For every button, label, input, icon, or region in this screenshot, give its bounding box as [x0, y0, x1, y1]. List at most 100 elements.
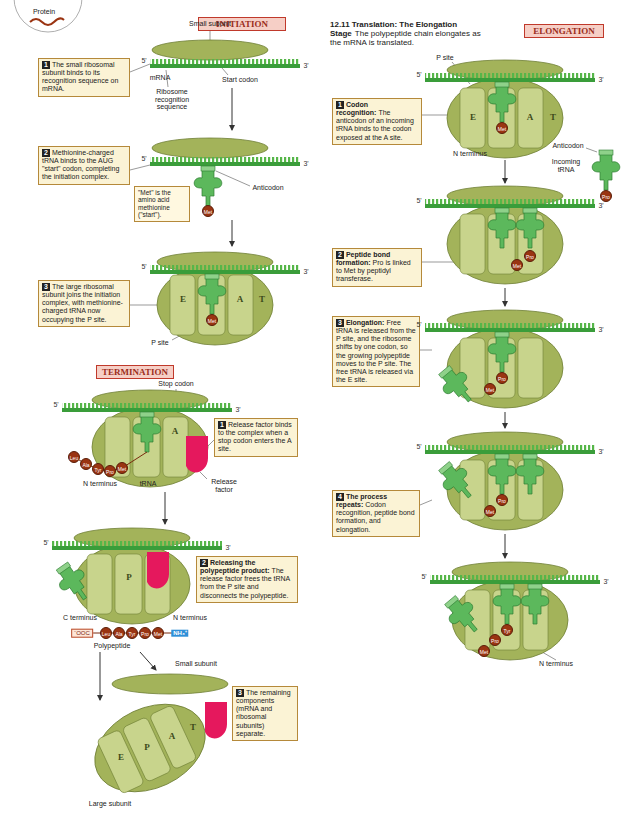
amino-acid: Tyr — [92, 463, 104, 475]
elongation-figure — [488, 82, 516, 122]
elongation-figure — [425, 199, 595, 204]
part-label: Incoming tRNA — [549, 158, 583, 173]
initiation-figure — [152, 40, 268, 60]
amino-acid: Leu — [68, 451, 80, 463]
callout-number: 2 — [42, 149, 50, 157]
site-letter: T — [190, 723, 196, 733]
termination-figure — [133, 412, 161, 452]
termination-figure — [205, 702, 227, 738]
amino-acid: Met — [152, 627, 164, 639]
elongation-figure — [521, 584, 549, 624]
part-label: Large subunit — [89, 800, 131, 808]
amino-acid: Tyr — [501, 624, 513, 636]
amino-acid: Pro — [600, 190, 612, 202]
part-label: Anticodon — [252, 184, 283, 192]
callout-number: 1 — [218, 421, 226, 429]
stage-header: TERMINATION — [96, 365, 174, 379]
elongation-figure — [433, 457, 480, 505]
amino-acid: Met — [206, 314, 218, 326]
stage-arrow — [505, 534, 506, 558]
amino-acid: Pro — [104, 465, 116, 477]
termination-figure — [92, 407, 208, 487]
strand-end-label: 3' — [303, 160, 308, 168]
strand-end-label: 5' — [416, 443, 421, 451]
callout-box: 1The small ribosomal subunit binds to it… — [38, 58, 130, 97]
initiation-figure — [150, 157, 300, 162]
amino-acid: Pro — [496, 372, 508, 384]
amino-acid: Met — [511, 259, 523, 271]
strand-end-label: 3' — [598, 202, 603, 210]
strand-end-label: 5' — [416, 321, 421, 329]
stage-arrow — [232, 88, 233, 130]
part-label: Ribosome recognition sequence — [146, 88, 198, 111]
part-label: Start codon — [222, 76, 258, 84]
site-letter: E — [470, 113, 476, 123]
callout-box: 2Methionine-charged tRNA binds to the AU… — [38, 146, 130, 185]
leader-line — [130, 29, 597, 660]
callout-box: 1Codon recognition:The anticodon of an i… — [332, 98, 422, 145]
elongation-figure — [592, 150, 620, 190]
leader-line — [420, 500, 432, 505]
part-label: N terminus — [539, 660, 573, 668]
elongation-figure — [430, 580, 600, 584]
site-letter: P — [126, 573, 132, 583]
box-text: The large ribosomal subunit joins the in… — [42, 283, 123, 323]
box-text: Free tRNA is released from the P site, a… — [336, 319, 416, 383]
strand-end-label: 5' — [53, 401, 58, 409]
leader-line — [130, 305, 160, 306]
initiation-figure — [152, 138, 268, 158]
part-label: N terminus — [83, 480, 117, 488]
termination-figure — [81, 687, 220, 809]
part-label: C terminus — [63, 614, 97, 622]
termination-figure — [186, 436, 208, 472]
callout-box: 2Releasing the polypeptide product:The r… — [196, 556, 298, 603]
elongation-figure — [447, 78, 563, 158]
elongation-figure — [425, 445, 595, 450]
callout-number: 3 — [236, 689, 244, 697]
part-label: Protein — [33, 8, 55, 16]
termination-figure — [52, 541, 222, 546]
part-label: Stop codon — [158, 380, 193, 388]
leader-line — [130, 64, 150, 72]
callout-heading: Elongation: — [346, 319, 385, 326]
elongation-figure — [425, 60, 620, 660]
protein-inset — [14, 0, 82, 32]
elongation-figure — [439, 591, 486, 639]
initiation-figure — [198, 274, 226, 314]
figure-caption: 12.11 Translation: The Elongation StageT… — [330, 20, 482, 48]
box-text: "Met" is the amino acid methionine ("sta… — [138, 189, 171, 218]
site-letter: T — [550, 113, 556, 123]
amino-acid: Met — [202, 205, 214, 217]
callout-box: 3The large ribosomal subunit joins the i… — [38, 280, 130, 327]
part-label: mRNA — [150, 74, 171, 82]
initiation-figure — [157, 265, 273, 345]
termination-figure — [81, 687, 220, 809]
elongation-figure — [488, 332, 516, 372]
strand-end-label: 5' — [43, 539, 48, 547]
protein-inset — [30, 18, 64, 25]
leader-line — [420, 115, 450, 116]
amino-acid: Met — [478, 645, 490, 657]
leader-line — [420, 350, 432, 351]
termination-figure — [52, 546, 222, 550]
protein-inset — [14, 0, 82, 32]
amino-acid: Met — [496, 122, 508, 134]
part-label: N terminus — [453, 150, 487, 158]
leader-line — [586, 148, 597, 152]
site-letter: E — [118, 753, 124, 763]
site-letter: P — [144, 743, 150, 753]
strand-end-label: 5' — [141, 263, 146, 271]
part-label: Small subunit — [175, 660, 217, 668]
part-label: P site — [151, 339, 168, 347]
elongation-figure — [425, 73, 595, 78]
amino-acid: Pro — [139, 627, 151, 639]
amino-acid: Pro — [489, 634, 501, 646]
initiation-figure — [150, 265, 300, 270]
terminus-group: NH₃⁺ — [171, 630, 188, 637]
amino-acid: Met — [116, 462, 128, 474]
callout-number: 3 — [42, 283, 50, 291]
note-box: "Met" is the amino acid methionine ("sta… — [134, 186, 190, 222]
callout-box: 3The remaining components (mRNA and ribo… — [232, 686, 298, 741]
callout-box: 4The process repeats:Codon recognition, … — [332, 490, 420, 537]
part-label: P site — [436, 54, 453, 62]
